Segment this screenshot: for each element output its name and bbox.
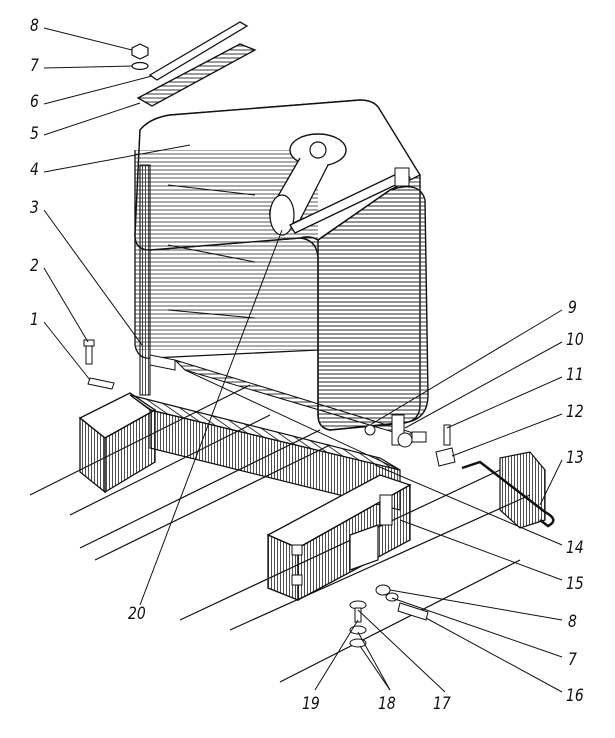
callout-6: 6 — [30, 92, 39, 112]
callout-15: 15 — [566, 574, 584, 594]
side-slab — [499, 451, 546, 529]
callout-17: 17 — [433, 694, 451, 714]
callout-8-top: 8 — [30, 16, 39, 36]
callout-10: 10 — [566, 330, 584, 350]
callout-5: 5 — [30, 124, 39, 144]
cross-beam — [129, 359, 421, 511]
callout-7-bottom: 7 — [568, 650, 577, 670]
bottom-fasteners — [349, 584, 429, 648]
upper-strip-5 — [136, 43, 257, 107]
callout-18: 18 — [378, 694, 396, 714]
callout-9: 9 — [568, 298, 577, 318]
callout-13: 13 — [566, 448, 584, 468]
callout-8-bottom: 8 — [568, 612, 577, 632]
leader-lines — [43, 27, 563, 693]
right-support-block — [266, 474, 412, 602]
callout-14: 14 — [566, 538, 584, 558]
fuel-tank — [134, 99, 429, 431]
callout-7-top: 7 — [30, 56, 39, 76]
left-support-block — [78, 392, 157, 494]
callout-3: 3 — [30, 198, 39, 218]
callout-1: 1 — [30, 310, 39, 330]
rod-13 — [461, 460, 555, 528]
bolt-left — [83, 339, 115, 390]
callout-19: 19 — [302, 694, 320, 714]
nut-washer-top — [131, 43, 149, 71]
upper-strip-6 — [148, 21, 249, 81]
tank-strap — [139, 164, 176, 396]
callout-16: 16 — [566, 686, 584, 706]
callout-4: 4 — [30, 160, 39, 180]
top-right-bracket — [289, 167, 411, 234]
callout-12: 12 — [566, 402, 584, 422]
callout-11: 11 — [566, 365, 584, 385]
callout-2: 2 — [30, 256, 39, 276]
filler-neck — [269, 133, 347, 236]
callout-20: 20 — [128, 604, 146, 624]
